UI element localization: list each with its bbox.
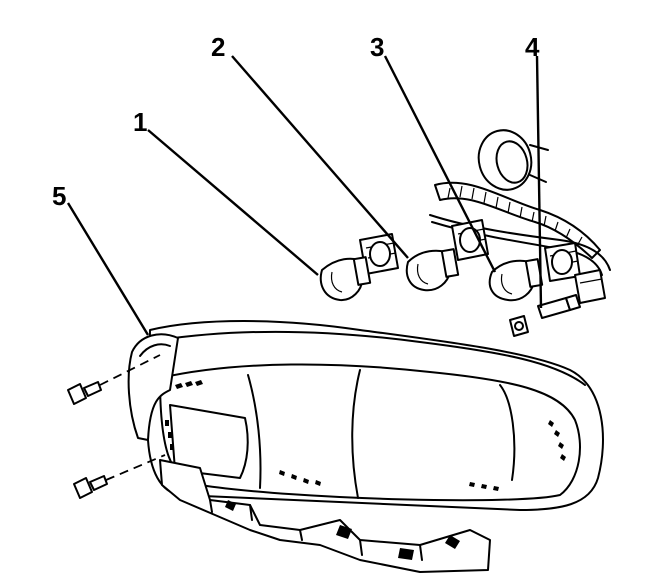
leader-3 — [383, 55, 497, 273]
callout-2: 2 — [211, 32, 225, 62]
mounting-screw-upper — [67, 354, 161, 405]
socket-2 — [451, 219, 489, 261]
leader-lines — [66, 55, 543, 336]
callout-3: 3 — [370, 32, 384, 62]
leader-1 — [147, 129, 319, 276]
callout-4: 4 — [525, 32, 540, 62]
callout-1: 1 — [133, 107, 147, 137]
leader-5 — [66, 202, 150, 336]
leader-2 — [231, 55, 409, 259]
callout-5: 5 — [52, 181, 66, 211]
socket-1 — [359, 233, 399, 275]
small-bulb-loose — [509, 315, 529, 337]
bulb-2 — [405, 248, 460, 292]
mounting-screw-lower — [73, 454, 166, 499]
wiring-harness — [429, 129, 611, 276]
bulb-1 — [319, 256, 372, 302]
bulb-4 — [537, 294, 581, 319]
socket-4 — [574, 269, 606, 304]
bulb-3 — [488, 258, 544, 302]
bulb-sockets — [359, 219, 606, 304]
leader-4 — [535, 55, 543, 309]
headlamp-housing — [127, 320, 604, 573]
